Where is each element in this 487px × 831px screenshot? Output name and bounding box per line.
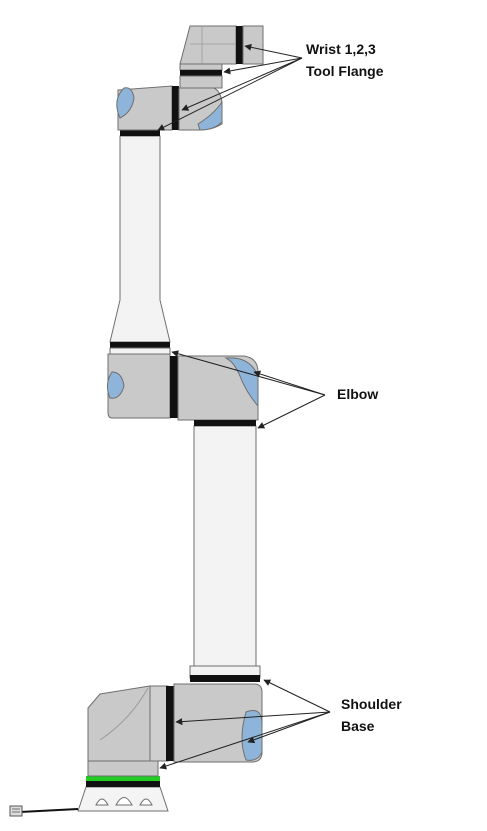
elbow-callout-arrows — [171, 350, 326, 429]
shoulder-label-line2: Base — [341, 718, 375, 734]
forearm-link — [109, 135, 171, 355]
upper-arm-link — [189, 425, 261, 682]
elbow-label: Elbow — [337, 386, 378, 402]
shoulder-joint — [87, 683, 263, 763]
elbow-joint — [106, 353, 259, 426]
wrist-callout-arrows — [157, 43, 303, 131]
tool-flange — [242, 25, 264, 65]
wrist1-cap-blue — [116, 87, 135, 119]
wrist-joints — [116, 25, 264, 136]
shoulder-callout-arrows — [159, 679, 331, 770]
wrist2-cap-blue — [197, 100, 223, 131]
wrist-label-line1: Wrist 1,2,3 — [306, 41, 376, 57]
robot-base — [77, 760, 169, 812]
elbow-cap-left-blue — [106, 371, 125, 399]
wrist-label-line2: Tool Flange — [306, 63, 384, 79]
elbow-cap-right-blue — [224, 357, 259, 408]
shoulder-label-line1: Shoulder — [341, 696, 402, 712]
base-cable — [9, 805, 79, 817]
shoulder-cap-blue — [241, 710, 263, 761]
status-light-ring — [86, 776, 160, 781]
